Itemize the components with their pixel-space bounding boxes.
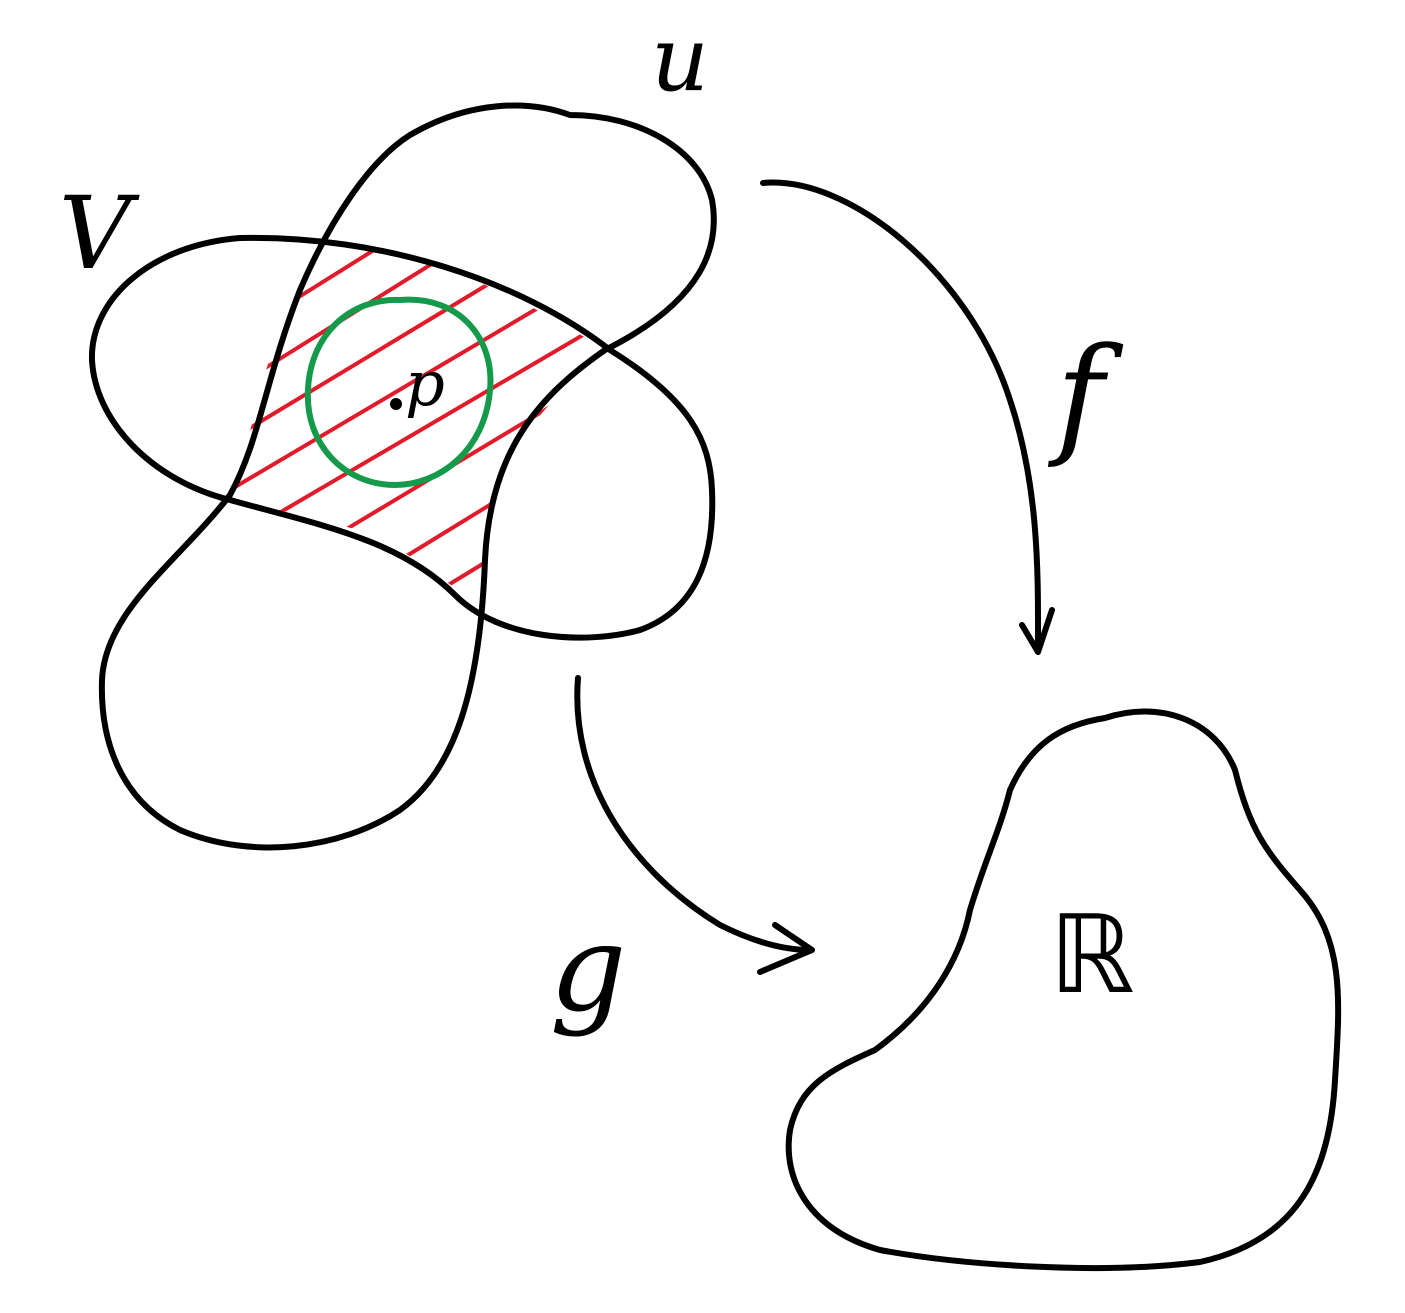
point-p-dot	[390, 398, 402, 410]
neighborhood-circle	[304, 296, 494, 488]
hatch-line	[438, 478, 605, 592]
set-u-outline	[98, 102, 717, 851]
arrow-f-head	[1019, 607, 1055, 655]
hatch-line	[228, 293, 562, 492]
label-g: g	[550, 900, 627, 1039]
hatch-line	[248, 323, 602, 532]
arrow-g-shaft	[574, 675, 813, 953]
label-u: u	[651, 7, 709, 112]
set-v-outline	[88, 234, 716, 641]
label-v: V	[59, 175, 140, 292]
arrow-g	[574, 675, 815, 975]
target-blob	[785, 708, 1342, 1271]
arrow-g-head	[757, 922, 815, 975]
label-p: p	[405, 347, 445, 420]
arrow-f-shaft	[760, 179, 1042, 653]
label-target-r: ℝ	[1049, 893, 1135, 1018]
label-f: f	[1048, 319, 1124, 471]
hatch-line	[398, 423, 605, 562]
arrow-f	[760, 179, 1055, 655]
hatch-line	[228, 263, 522, 442]
